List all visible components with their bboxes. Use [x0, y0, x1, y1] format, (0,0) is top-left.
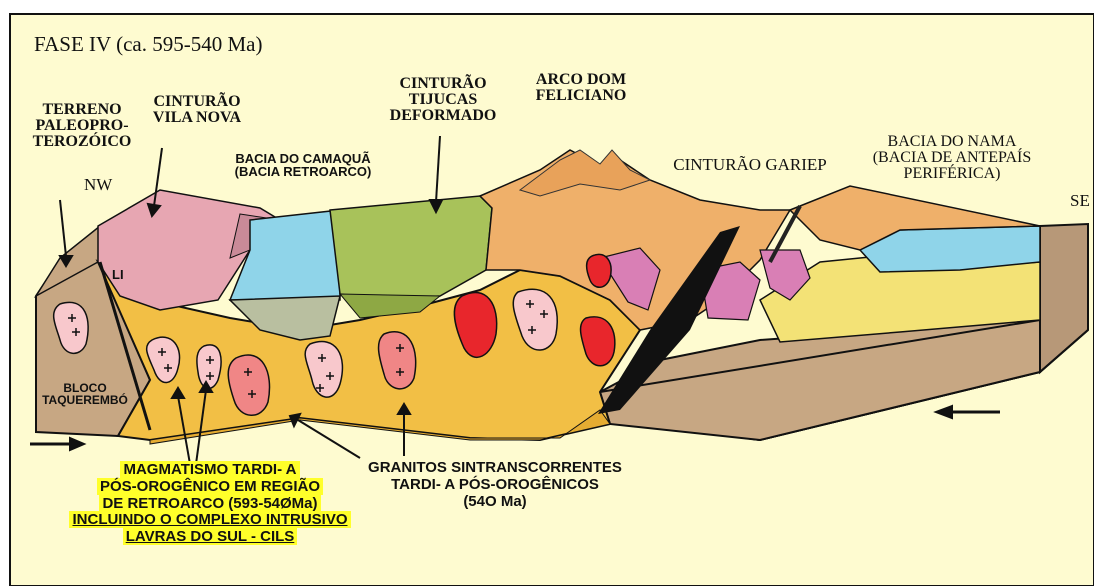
- diagram-title: FASE IV (ca. 595-540 Ma): [34, 34, 262, 55]
- caption-line-1: MAGMATISMO TARDI- A: [120, 461, 299, 478]
- caption-line-2: PÓS-OROGÊNICO EM REGIÃO: [97, 478, 323, 495]
- caption-granitos: GRANITOS SINTRANSCORRENTES TARDI- A PÓS-…: [330, 460, 660, 510]
- label-se: SE: [1070, 192, 1090, 209]
- label-terreno: TERRENO PALEOPRO- TEROZÓICO: [22, 102, 142, 150]
- label-camaqua: BACIA DO CAMAQUÃ (BACIA RETROARCO): [208, 152, 398, 178]
- label-tijucas: CINTURÃO TIJUCAS DEFORMADO: [368, 76, 518, 124]
- label-nama: BACIA DO NAMA (BACIA DE ANTEPAÍS PERIFÉR…: [850, 134, 1054, 182]
- caption-magmatismo: MAGMATISMO TARDI- A PÓS-OROGÊNICO EM REG…: [40, 462, 380, 546]
- label-arco: ARCO DOM FELICIANO: [516, 72, 646, 104]
- label-vila-nova: CINTURÃO VILA NOVA: [142, 94, 252, 126]
- label-bloco: BLOCO TAQUEREMBÓ: [30, 382, 140, 406]
- granite-pink-3: [197, 345, 221, 389]
- label-nw: NW: [84, 176, 112, 193]
- granitos-line-3: (54O Ma): [330, 494, 660, 511]
- caption-line-3: DE RETROARCO (593-54ØMa): [99, 495, 320, 512]
- granitos-line-1: GRANITOS SINTRANSCORRENTES: [330, 460, 660, 477]
- label-gariep: CINTURÃO GARIEP: [650, 156, 850, 173]
- caption-line-5: LAVRAS DO SUL - CILS: [123, 528, 298, 545]
- granitos-line-2: TARDI- A PÓS-OROGÊNICOS: [330, 477, 660, 494]
- label-li: LI: [112, 268, 124, 281]
- caption-line-4: INCLUINDO O COMPLEXO INTRUSIVO: [69, 511, 350, 528]
